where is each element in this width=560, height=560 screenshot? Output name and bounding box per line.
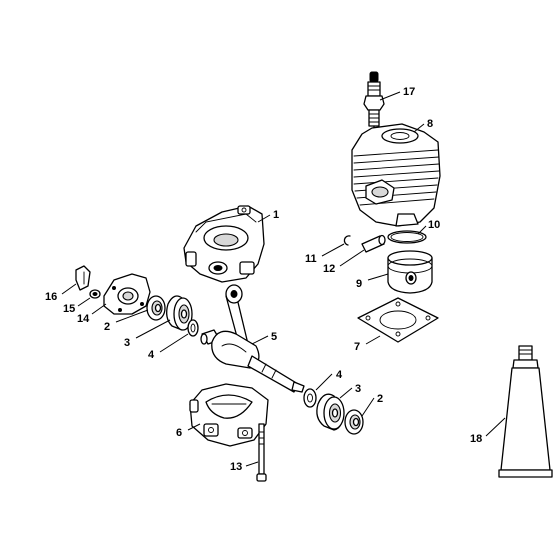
cover-plate-part (103, 273, 151, 315)
leader-4-right (315, 373, 333, 391)
callout-18: 18 (470, 433, 482, 445)
leader-2-right (361, 397, 375, 417)
callout-4-left: 4 (148, 349, 155, 361)
ball-bearing-right-part (316, 393, 345, 431)
cylinder-part (351, 123, 441, 227)
callout-13: 13 (230, 461, 242, 473)
leader-6 (187, 423, 201, 431)
callout-8: 8 (427, 118, 433, 130)
callout-17: 17 (403, 86, 415, 98)
callout-4-right: 4 (336, 369, 343, 381)
clip-part (75, 265, 91, 291)
leader-17 (379, 91, 401, 101)
oil-seal-right-part (344, 409, 364, 435)
leader-5 (251, 335, 269, 345)
screw-part (256, 423, 267, 482)
crankcase-upper-part (183, 205, 265, 283)
callout-15: 15 (63, 303, 75, 315)
thrust-washer-right-part (303, 388, 317, 408)
piston-ring-part (387, 230, 427, 244)
leader-3-right (339, 387, 353, 399)
callout-3-right: 3 (355, 383, 361, 395)
leader-7 (365, 335, 381, 345)
circlip-part (343, 235, 351, 246)
leader-11 (321, 243, 345, 257)
leader-18 (485, 417, 506, 437)
leader-14 (91, 303, 107, 315)
callout-14: 14 (77, 313, 90, 325)
ball-bearing-left-part (166, 295, 193, 331)
leader-16 (61, 283, 77, 295)
callout-10: 10 (428, 219, 440, 231)
crankcase-lower-part (189, 383, 269, 447)
leader-lines (61, 91, 506, 467)
callout-7: 7 (354, 341, 360, 353)
leader-4-left (159, 333, 189, 353)
leader-1 (257, 214, 271, 223)
leader-15 (77, 297, 91, 307)
crankshaft-part (200, 284, 305, 393)
leader-8 (413, 123, 425, 133)
leader-2-left (115, 309, 149, 323)
piston-part (387, 250, 433, 294)
piston-pin-part (361, 234, 386, 253)
thrust-washer-left-part (187, 319, 199, 337)
leader-10 (417, 225, 427, 235)
callout-11: 11 (305, 253, 317, 265)
oil-seal-left-part (146, 295, 166, 321)
callout-6: 6 (176, 427, 182, 439)
callout-1: 1 (273, 209, 279, 221)
cylinder-gasket-part (357, 297, 439, 343)
callout-12: 12 (323, 263, 335, 275)
callout-16: 16 (45, 291, 57, 303)
leader-13 (245, 461, 259, 467)
callout-3-left: 3 (124, 337, 130, 349)
leader-3-left (135, 319, 171, 339)
grease-tube-part (498, 345, 553, 478)
leader-9 (367, 273, 389, 281)
callout-5: 5 (271, 331, 277, 343)
callout-9: 9 (356, 278, 362, 290)
spark-plug-part (363, 71, 385, 133)
nut-part (89, 289, 101, 299)
leader-12 (339, 249, 365, 267)
callout-2-right: 2 (377, 393, 383, 405)
callout-labels: 1 2 2 3 3 4 4 5 6 7 8 9 10 11 12 13 14 1… (45, 86, 482, 473)
callout-2-left: 2 (104, 321, 110, 333)
